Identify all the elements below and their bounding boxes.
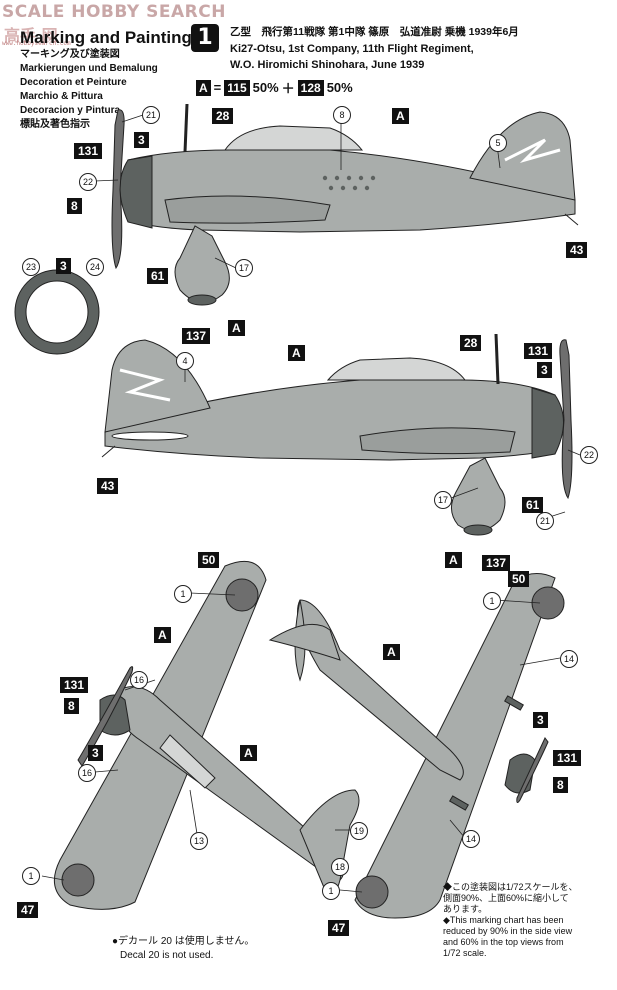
label-Ac: A xyxy=(288,345,305,361)
callout-14a: 14 xyxy=(560,650,578,668)
label-Ag: A xyxy=(240,745,257,761)
label-47a: 47 xyxy=(17,902,39,918)
label-137b: 137 xyxy=(482,555,511,571)
aircraft-title-en1: Ki27-Otsu, 1st Company, 11th Flight Regi… xyxy=(230,43,474,55)
scale-note-en-4: 1/72 scale. xyxy=(443,948,487,958)
label-Ad: A xyxy=(445,552,462,568)
callout-14b: 14 xyxy=(462,830,480,848)
top-view-right xyxy=(268,573,565,919)
decal-note-en: Decal 20 is not used. xyxy=(120,950,214,961)
decal-note-jp: ●デカール 20 は使用しません。 xyxy=(112,936,255,947)
scale-note-jp-3: あります。 xyxy=(443,904,488,914)
scale-note-jp-1: ◆この塗装図は1/72スケールを、 xyxy=(443,882,578,892)
side-view-right xyxy=(101,333,573,536)
heading-es: Decoracion y Pintura xyxy=(20,105,121,116)
aircraft-title-jp: 乙型 飛行第11戦隊 第1中隊 篠原 弘道准尉 乗機 1939年6月 xyxy=(230,26,519,38)
scale-note-jp-2: 側面90%、上面60%に縮小して xyxy=(443,893,569,903)
label-3e: 3 xyxy=(88,745,103,761)
callout-18: 18 xyxy=(331,858,349,876)
callout-17: 17 xyxy=(235,259,253,277)
formula-plus: ＋ xyxy=(281,81,295,96)
label-43a: 43 xyxy=(566,242,588,258)
callout-1d: 1 xyxy=(322,882,340,900)
scale-note-en-1: ◆This marking chart has been xyxy=(443,915,564,925)
label-28b: 28 xyxy=(460,335,482,351)
callout-21: 21 xyxy=(142,106,160,124)
watermark-logo: 高手 网 xyxy=(4,26,58,45)
callout-1b: 1 xyxy=(22,867,40,885)
heading-cn: 標貼及著色指示 xyxy=(20,119,90,130)
wheel-ring xyxy=(14,269,100,355)
label-Ae: A xyxy=(154,627,171,643)
label-3a: 3 xyxy=(134,132,149,148)
heading-fr: Decoration et Peinture xyxy=(20,77,127,88)
scale-note-en-3: and 60% in the top views from xyxy=(443,937,564,947)
label-3c: 3 xyxy=(537,362,552,378)
callout-22: 22 xyxy=(79,173,97,191)
label-28a: 28 xyxy=(212,108,234,124)
label-50b: 50 xyxy=(508,571,530,587)
heading-jp: マーキング及び塗装図 xyxy=(20,49,120,60)
heading-de: Markierungen und Bemalung xyxy=(20,63,158,74)
callout-16b: 16 xyxy=(78,764,96,782)
label-43b: 43 xyxy=(97,478,119,494)
label-131b: 131 xyxy=(524,343,553,359)
formula-pct1: 50% xyxy=(252,80,279,95)
watermark: SCALE HOBBY SEARCH xyxy=(2,2,226,22)
heading-it: Marchio & Pittura xyxy=(20,91,103,102)
label-131c: 131 xyxy=(60,677,89,693)
callout-19: 19 xyxy=(350,822,368,840)
watermark-url: www.hobbysearch.com xyxy=(2,40,71,47)
callout-23: 23 xyxy=(22,258,40,276)
label-8b: 8 xyxy=(64,698,79,714)
callout-1a: 1 xyxy=(174,585,192,603)
formula-key: A xyxy=(196,79,211,96)
label-131a: 131 xyxy=(74,143,103,159)
callout-8: 8 xyxy=(333,106,351,124)
label-137a: 137 xyxy=(182,328,211,344)
callout-16a: 16 xyxy=(130,671,148,689)
label-Aa: A xyxy=(392,108,409,124)
callout-22b: 22 xyxy=(580,446,598,464)
formula-eq: = xyxy=(213,80,222,95)
formula-color2: 128 xyxy=(297,79,324,96)
callout-1c: 1 xyxy=(483,592,501,610)
callout-21b: 21 xyxy=(536,512,554,530)
formula-pct2: 50% xyxy=(326,80,353,95)
label-47b: 47 xyxy=(328,920,350,936)
scheme-number-badge: 1 xyxy=(191,24,219,52)
label-Af: A xyxy=(383,644,400,660)
formula-color1: 115 xyxy=(224,79,250,96)
callout-24: 24 xyxy=(86,258,104,276)
label-8c: 8 xyxy=(553,777,568,793)
label-3d: 3 xyxy=(533,712,548,728)
scale-note: ◆この塗装図は1/72スケールを、 側面90%、上面60%に縮小して あります。… xyxy=(443,882,613,959)
callout-4: 4 xyxy=(176,352,194,370)
label-50a: 50 xyxy=(198,552,220,568)
label-8a: 8 xyxy=(67,198,82,214)
label-61b: 61 xyxy=(522,497,544,513)
side-view-left xyxy=(111,103,579,306)
paint-formula: A = 115 50% ＋ 128 50% xyxy=(196,78,353,97)
aircraft-title-en2: W.O. Hiromichi Shinohara, June 1939 xyxy=(230,59,425,71)
callout-17b: 17 xyxy=(434,491,452,509)
label-61a: 61 xyxy=(147,268,169,284)
label-3b: 3 xyxy=(56,258,71,274)
label-Ab: A xyxy=(228,320,245,336)
scale-note-en-2: reduced by 90% in the side view xyxy=(443,926,573,936)
callout-5: 5 xyxy=(489,134,507,152)
page-title: Marking and Painting xyxy=(20,28,192,47)
callout-13: 13 xyxy=(190,832,208,850)
label-131d: 131 xyxy=(553,750,582,766)
